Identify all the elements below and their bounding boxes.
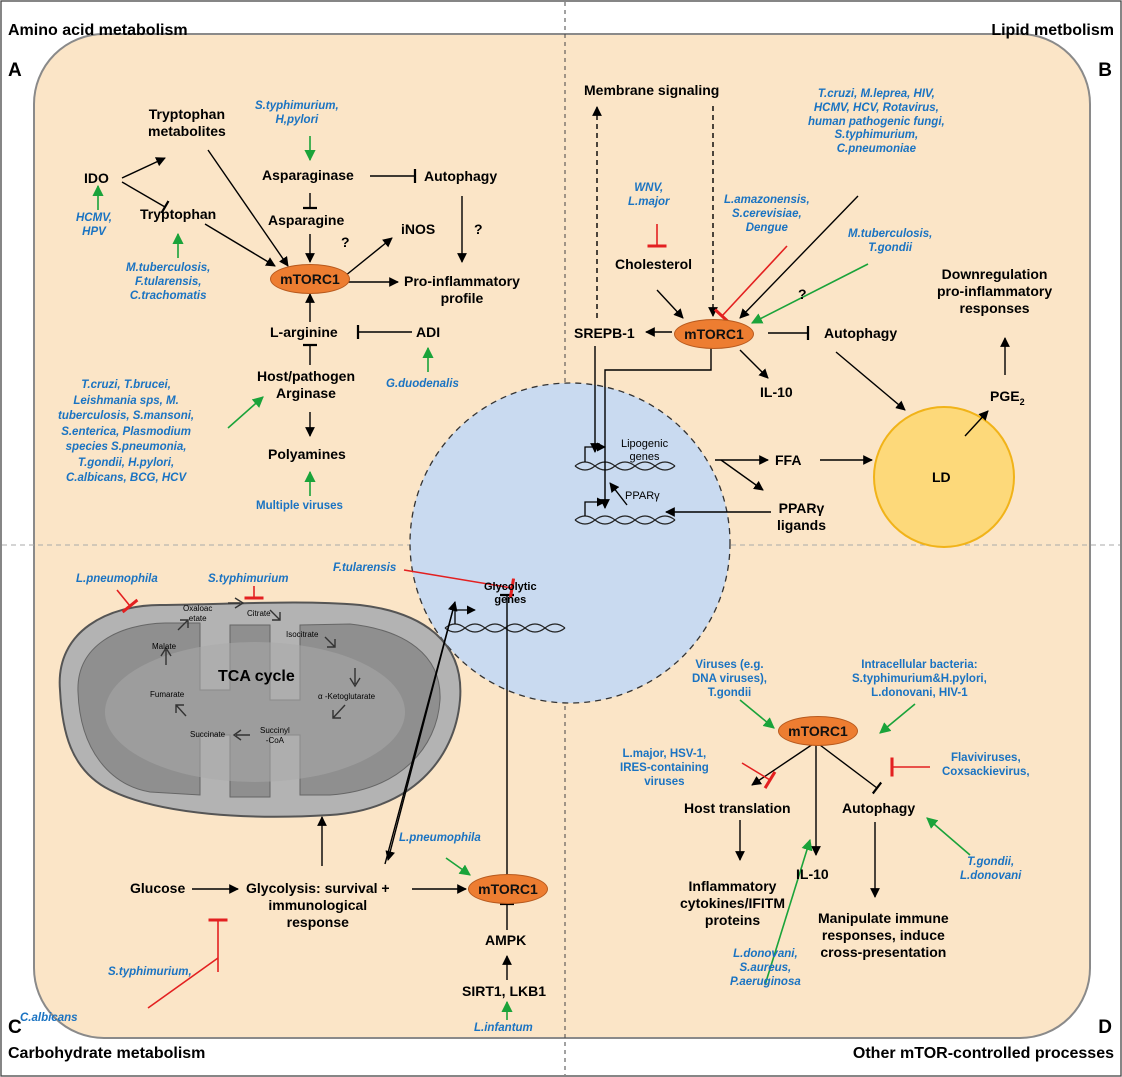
panel-b-title: Lipid metbolism [991, 22, 1114, 39]
multiple-viruses-label: Multiple viruses [256, 500, 343, 512]
viruses-dna-pathogens: Viruses (e.g. DNA viruses), T.gondii [692, 659, 767, 699]
tca-arrows [160, 597, 361, 741]
hcmv-hpv-pathogens: HCMV, HPV [76, 212, 112, 238]
arginase-pathogens: T.cruzi, T.brucei, Leishmania sps, M. tu… [58, 379, 195, 485]
panel-a-letter: A [8, 60, 22, 81]
quad-d-modulators [739, 699, 971, 986]
panel-d-letter: D [1098, 1017, 1112, 1038]
flavivirus-pathogens: Flaviviruses, Coxsackievirus, [942, 752, 1030, 778]
pge2-label: PGE2 [990, 388, 1025, 407]
wnv-lmajor-pathogens: WNV, L.major [628, 182, 670, 208]
autophagy-b-label: Autophagy [824, 325, 898, 341]
nucleus [409, 382, 731, 704]
isocitrate-label: Isocitrate [286, 630, 319, 639]
ppar-ligands-label: PPARγ ligands [777, 500, 827, 533]
quad-a-activators [92, 136, 434, 496]
dna-helices [444, 461, 676, 633]
adi-pathogen: G.duodenalis [386, 378, 459, 390]
mtb-tgondii-pathogens: M.tuberculosis, T.gondii [848, 228, 933, 254]
glycolytic-genes-label: Glycolytic genes [484, 581, 537, 607]
mtorc1-node-d: mTORC1 [778, 716, 858, 746]
larginine-label: L-arginine [270, 324, 338, 340]
lpneumophila-pathogen: L.pneumophila [399, 832, 481, 844]
quad-c-modulators [116, 569, 516, 1020]
panel-c-title: Carbohydrate metabolism [8, 1045, 206, 1062]
panel-c-letter: C [8, 1017, 22, 1038]
styphimurium-pathogen: S.typhimurium, [108, 966, 192, 978]
asparagine-label: Asparagine [268, 212, 345, 228]
membrane-signaling-label: Membrane signaling [584, 82, 720, 98]
tgondii-ldonovani-pathogens: T.gondii, L.donovani [960, 856, 1022, 882]
lpneumophila-top-pathogen: L.pneumophila [76, 573, 158, 585]
asparaginase-label: Asparaginase [262, 167, 354, 183]
ldonovani-saureus-pathogens: L.donovani, S.aureus, P.aeruginosa [730, 948, 801, 988]
adi-label: ADI [416, 324, 441, 340]
quad-c-arrows [192, 593, 514, 980]
lipid-top-pathogens: T.cruzi, M.leprea, HIV, HCMV, HCV, Rotav… [808, 88, 945, 156]
autophagy-question-label: ? [474, 221, 483, 237]
quad-d-arrows [735, 741, 883, 898]
ido-label: IDO [84, 170, 109, 186]
ampk-label: AMPK [485, 932, 527, 948]
tca-cycle-label: TCA cycle [218, 668, 295, 685]
mitochondrion [58, 601, 462, 818]
mtorc1-node-a: mTORC1 [270, 264, 350, 294]
lamazonensis-pathogens: L.amazonensis, S.cerevisiae, Dengue [724, 194, 810, 234]
il10-d-label: IL-10 [796, 866, 829, 882]
quad-b-arrows [590, 106, 1010, 517]
glucose-label: Glucose [130, 880, 186, 896]
ffa-label: FFA [775, 452, 802, 468]
sirt1-lkb1-label: SIRT1, LKB1 [462, 983, 547, 999]
downregulation-label: Downregulation pro-inflammatory response… [937, 266, 1053, 316]
quad-a-arrows [121, 149, 467, 437]
oxaloacetate-label: Oxaloac etate [183, 604, 213, 623]
citrate-label: Citrate [247, 609, 271, 618]
ppar-label: PPARγ [625, 490, 660, 502]
malate-label: Malate [152, 642, 177, 651]
autophagy-a-label: Autophagy [424, 168, 498, 184]
panel-b-letter: B [1098, 60, 1112, 81]
panel-a-title: Amino acid metabolism [8, 22, 188, 39]
cholesterol-label: Cholesterol [615, 256, 693, 272]
ketoglutarate-label: α -Ketoglutarate [318, 692, 376, 701]
asparagine-question-label: ? [341, 234, 350, 250]
glycolysis-label: Glycolysis: survival + immunological res… [246, 880, 390, 930]
mtorc1-node-c: mTORC1 [468, 874, 548, 904]
panel-d-title: Other mTOR-controlled processes [852, 1045, 1114, 1062]
srepb1-label: SREPB-1 [574, 325, 635, 341]
lipid-question-label: ? [798, 286, 807, 302]
calbicans-pathogen: C.albicans [20, 1012, 78, 1024]
tryptophan-pathogens: M.tuberculosis, F.tularensis, C.trachoma… [126, 262, 211, 302]
ftularensis-pathogen: F.tularensis [333, 562, 397, 574]
lipid-droplet [873, 406, 1015, 548]
tryptophan-metabolites-label: Tryptophan metabolites [148, 106, 226, 139]
tryptophan-label: Tryptophan [140, 206, 217, 222]
host-translation-label: Host translation [684, 800, 791, 816]
intracellular-bacteria-pathogens: Intracellular bacteria: S.typhimurium&H.… [852, 659, 987, 699]
succinate-label: Succinate [190, 730, 226, 739]
succinylcoa-label: Succinyl -CoA [260, 726, 290, 745]
il10-b-label: IL-10 [760, 384, 793, 400]
asparaginase-pathogens: S.typhimurium, H,pylori [255, 100, 339, 126]
inflammatory-cytokines-label: Inflammatory cytokines/IFITM proteins [680, 878, 786, 928]
arginase-label: Host/pathogen Arginase [257, 368, 355, 401]
proinflammatory-label: Pro-inflammatory profile [404, 273, 520, 306]
lipogenic-genes-label: Lipogenic genes [621, 438, 669, 464]
lmajor-hsv-pathogens: L.major, HSV-1, IRES-containing viruses [620, 748, 709, 788]
linfantum-pathogen: L.infantum [474, 1022, 533, 1034]
polyamines-label: Polyamines [268, 446, 346, 462]
fumarate-label: Fumarate [150, 690, 185, 699]
mtorc1-node-b: mTORC1 [674, 319, 754, 349]
autophagy-d-label: Autophagy [842, 800, 916, 816]
ld-label: LD [932, 469, 951, 485]
inos-label: iNOS [401, 221, 436, 237]
manipulate-immune-label: Manipulate immune responses, induce cros… [818, 910, 949, 960]
quad-b-modulators [647, 224, 869, 324]
styphimurium-top-pathogen: S.typhimurium [208, 573, 289, 585]
